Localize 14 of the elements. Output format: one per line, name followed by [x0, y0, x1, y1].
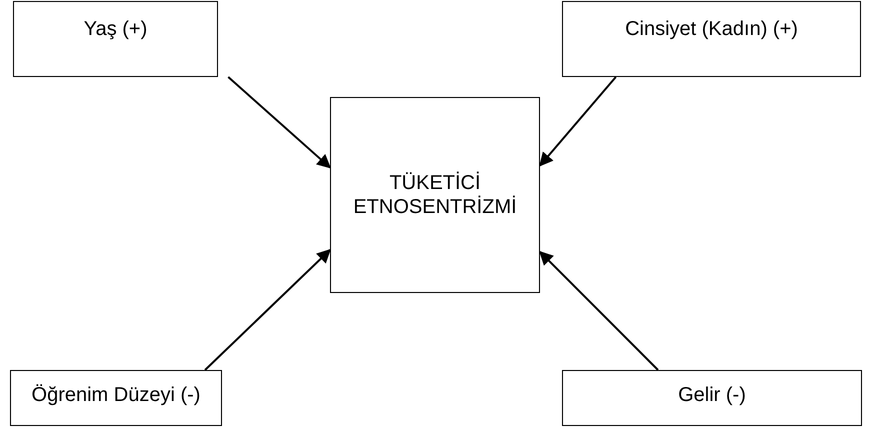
- box-label: Yaş (+): [84, 17, 148, 41]
- arrow: [539, 250, 659, 371]
- box-label: Öğrenim Düzeyi (-): [32, 383, 200, 407]
- box-label: Gelir (-): [678, 383, 746, 407]
- arrow: [228, 76, 332, 168]
- process-box: [10, 370, 222, 426]
- process-box: [13, 1, 218, 77]
- process-box: [562, 370, 862, 426]
- arrow: [204, 248, 331, 371]
- box-label: TÜKETİCİ ETNOSENTRİZMİ: [352, 171, 518, 219]
- arrow: [539, 76, 617, 167]
- process-box: [330, 97, 540, 293]
- process-box: [562, 1, 861, 77]
- box-label: Cinsiyet (Kadın) (+): [625, 17, 798, 41]
